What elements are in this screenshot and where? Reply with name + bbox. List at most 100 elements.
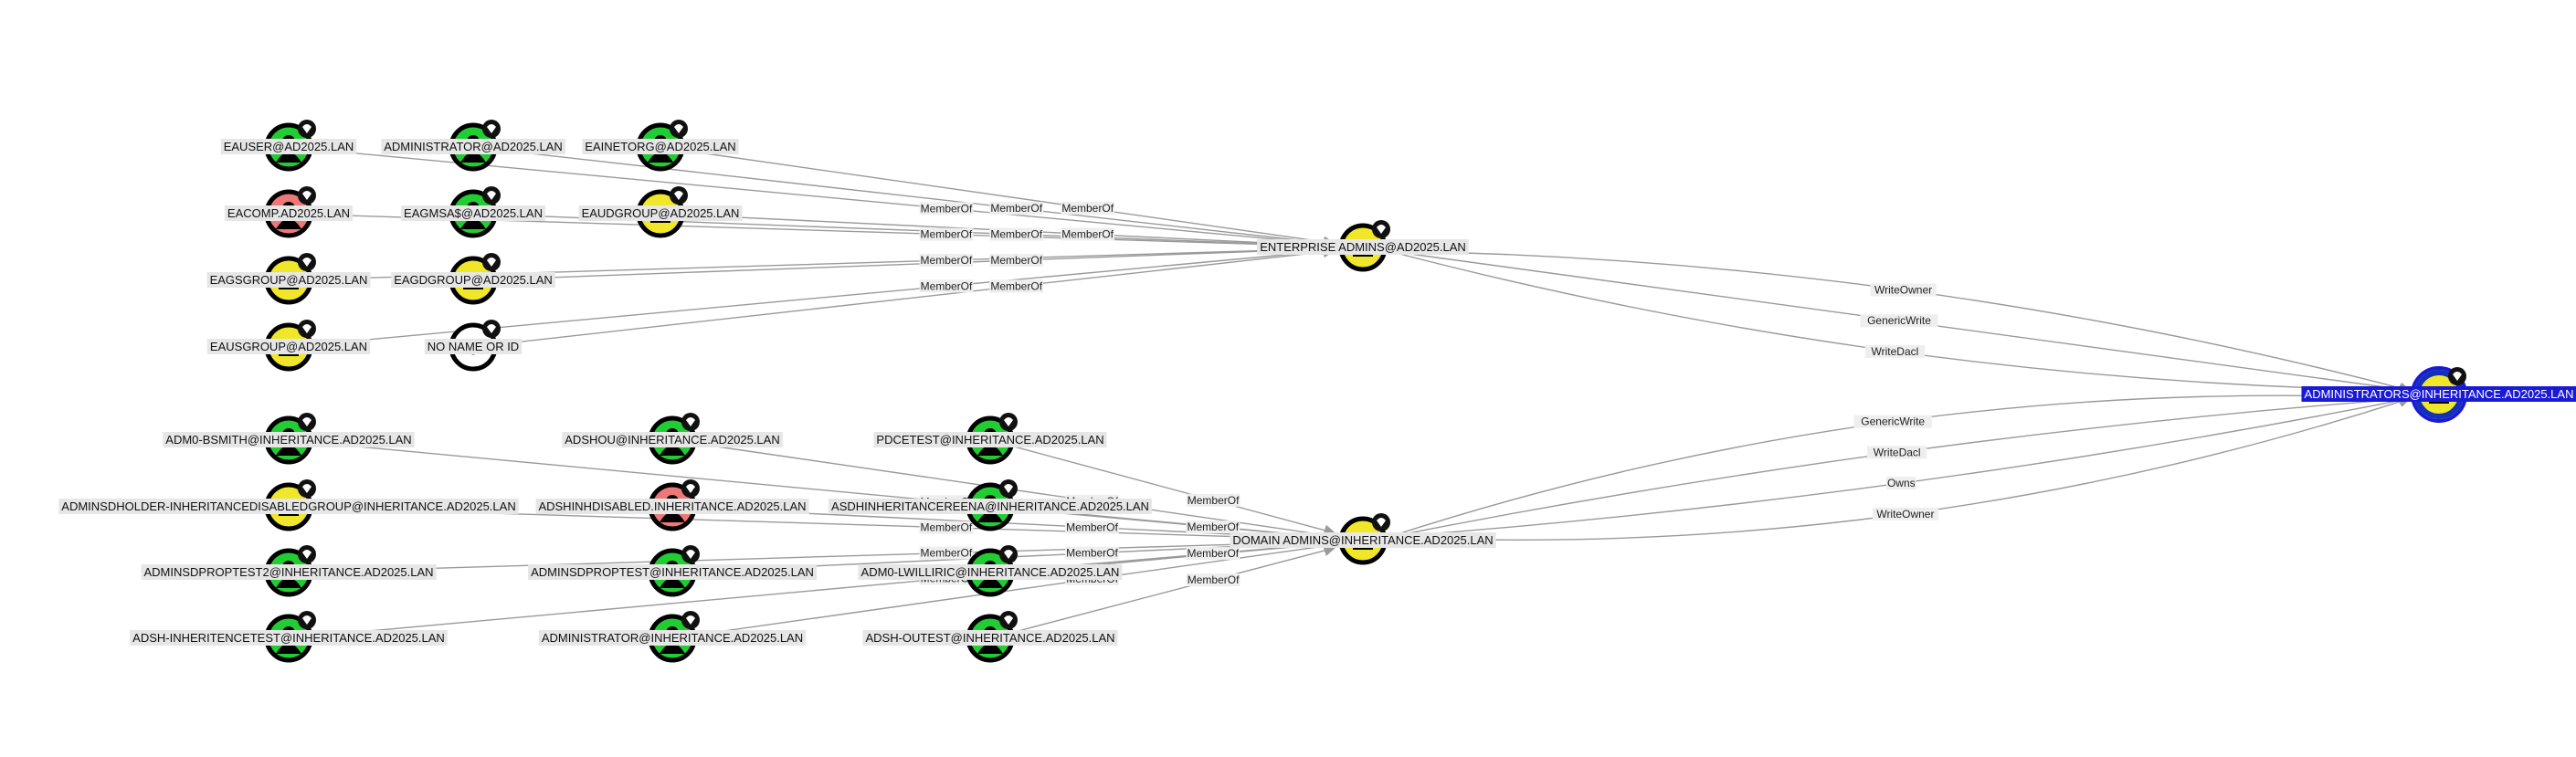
node-label-bg bbox=[562, 432, 783, 447]
edge-memberof[interactable] bbox=[1014, 544, 1336, 633]
node-user[interactable]: ADM0-BSMITH@INHERITANCE.AD2025.LAN bbox=[163, 413, 415, 465]
node-label-bg bbox=[1257, 239, 1469, 255]
node-label-bg bbox=[1230, 532, 1496, 548]
node-user[interactable]: ADSH-INHERITENCETEST@INHERITANCE.AD2025.… bbox=[130, 611, 448, 663]
node-label: EAGSGROUP@AD2025.LAN bbox=[206, 272, 371, 288]
edge-label-bg bbox=[1853, 415, 1932, 428]
node-label-bg bbox=[873, 432, 1107, 447]
node-badge-icon bbox=[1372, 513, 1390, 531]
node-user[interactable]: PDCETEST@INHERITANCE.AD2025.LAN bbox=[873, 413, 1107, 465]
node-group[interactable]: ADMINISTRATORS@INHERITANCE.AD2025.LAN bbox=[2301, 366, 2576, 423]
edge-label-bg bbox=[919, 520, 974, 534]
node-label: ADMINISTRATOR@AD2025.LAN bbox=[381, 139, 565, 154]
node-label-text: EACOMP.AD2025.LAN bbox=[227, 206, 350, 220]
node-badge-icon bbox=[298, 413, 316, 431]
edge-memberof[interactable] bbox=[313, 538, 1336, 637]
node-badge-icon bbox=[298, 479, 316, 498]
edge-memberof[interactable] bbox=[1014, 446, 1336, 536]
edge-label: MemberOf bbox=[1186, 520, 1240, 534]
node-label-text: EAGDGROUP@AD2025.LAN bbox=[394, 273, 553, 287]
node-label-text: EAUDGROUP@AD2025.LAN bbox=[582, 206, 740, 220]
node-user[interactable]: EAUSER@AD2025.LAN bbox=[220, 120, 357, 172]
edge-label-bg bbox=[1872, 507, 1938, 520]
node-unknown[interactable]: NO NAME OR ID bbox=[424, 320, 523, 372]
edge-label-text: MemberOf bbox=[921, 254, 973, 267]
node-user[interactable]: ADM0-LWILLIRIC@INHERITANCE.AD2025.LAN bbox=[858, 545, 1123, 597]
node-group[interactable]: EAUDGROUP@AD2025.LAN bbox=[578, 186, 743, 238]
edge-label-bg bbox=[919, 279, 974, 293]
node-label: ADMINISTRATOR@INHERITANCE.AD2025.LAN bbox=[538, 630, 807, 646]
node-label: ASDHINHERITANCEREENA@INHERITANCE.AD2025.… bbox=[829, 499, 1152, 514]
node-label-bg bbox=[538, 630, 807, 646]
node-group[interactable]: ADMINSDHOLDER-INHERITANCEDISABLEDGROUP@I… bbox=[58, 479, 519, 531]
edge-label-bg bbox=[1186, 493, 1240, 507]
node-label-bg bbox=[58, 499, 519, 514]
node-label-text: EAINETORG@AD2025.LAN bbox=[585, 140, 735, 153]
node-label-bg bbox=[829, 499, 1152, 514]
node-label-bg bbox=[582, 139, 739, 154]
edge-label-bg bbox=[1867, 446, 1927, 459]
node-user[interactable]: ADMINISTRATOR@INHERITANCE.AD2025.LAN bbox=[538, 611, 807, 663]
node-user[interactable]: ASDHINHERITANCEREENA@INHERITANCE.AD2025.… bbox=[829, 479, 1152, 531]
node-label: ADSH-INHERITENCETEST@INHERITANCE.AD2025.… bbox=[130, 630, 448, 646]
edge-memberof[interactable] bbox=[697, 540, 1336, 636]
edge-label: MemberOf bbox=[919, 202, 974, 216]
node-label-text: ADSHOU@INHERITANCE.AD2025.LAN bbox=[565, 433, 779, 447]
node-label-text: ADMINISTRATOR@INHERITANCE.AD2025.LAN bbox=[542, 631, 803, 645]
node-badge-icon bbox=[482, 186, 501, 205]
node-label-bg bbox=[528, 564, 817, 580]
node-group[interactable]: EAGSGROUP@AD2025.LAN bbox=[206, 253, 371, 305]
node-group[interactable]: DOMAIN ADMINS@INHERITANCE.AD2025.LAN bbox=[1230, 513, 1496, 565]
edge-label-text: MemberOf bbox=[921, 521, 973, 534]
edge-label-bg bbox=[1186, 547, 1240, 561]
node-user[interactable]: EAGMSA$@AD2025.LAN bbox=[401, 186, 545, 238]
node-user[interactable]: ADSH-OUTEST@INHERITANCE.AD2025.LAN bbox=[862, 611, 1118, 663]
node-badge-icon bbox=[298, 253, 316, 271]
edge-label: MemberOf bbox=[1065, 546, 1119, 560]
edge-label-text: Owns bbox=[1887, 477, 1916, 489]
edge-label-text: MemberOf bbox=[990, 254, 1042, 267]
node-label: EAGMSA$@AD2025.LAN bbox=[401, 205, 545, 221]
node-label-text: PDCETEST@INHERITANCE.AD2025.LAN bbox=[876, 433, 1103, 447]
edge-memberof[interactable] bbox=[313, 536, 1336, 573]
node-label-text: ADMINSDPROPTEST2@INHERITANCE.AD2025.LAN bbox=[143, 565, 433, 579]
node-user[interactable]: ADMINSDPROPTEST@INHERITANCE.AD2025.LAN bbox=[528, 545, 817, 597]
edge-memberof[interactable] bbox=[685, 150, 1336, 248]
node-label-bg bbox=[578, 205, 743, 221]
edge-label: MemberOf bbox=[989, 202, 1044, 216]
node-label: ADSHOU@INHERITANCE.AD2025.LAN bbox=[562, 432, 783, 447]
node-badge-icon bbox=[298, 545, 316, 563]
node-computer[interactable]: ADSHINHDISABLED.INHERITANCE.AD2025.LAN bbox=[535, 479, 809, 531]
node-label: ADSHINHDISABLED.INHERITANCE.AD2025.LAN bbox=[535, 499, 809, 514]
edge-memberof[interactable] bbox=[498, 149, 1336, 249]
node-label: ADM0-BSMITH@INHERITANCE.AD2025.LAN bbox=[163, 432, 415, 447]
edge-memberof[interactable] bbox=[498, 243, 1336, 280]
node-user[interactable]: EAINETORG@AD2025.LAN bbox=[582, 120, 739, 172]
node-label-bg bbox=[535, 499, 809, 514]
edge-label: MemberOf bbox=[1065, 520, 1119, 534]
node-label-bg bbox=[401, 205, 545, 221]
node-badge-icon bbox=[681, 413, 700, 431]
node-computer[interactable]: EACOMP.AD2025.LAN bbox=[224, 186, 354, 238]
edge-label-bg bbox=[1864, 344, 1926, 358]
edge-label: MemberOf bbox=[989, 279, 1044, 293]
edge-label: WriteDacl bbox=[1864, 344, 1926, 358]
node-group[interactable]: EAGDGROUP@AD2025.LAN bbox=[391, 253, 555, 305]
node-badge-icon bbox=[1372, 220, 1390, 238]
node-user[interactable]: ADSHOU@INHERITANCE.AD2025.LAN bbox=[562, 413, 783, 465]
node-user[interactable]: ADMINSDPROPTEST2@INHERITANCE.AD2025.LAN bbox=[141, 545, 437, 597]
node-group[interactable]: ENTERPRISE ADMINS@AD2025.LAN bbox=[1257, 220, 1469, 272]
edge-label: MemberOf bbox=[989, 254, 1044, 267]
node-group[interactable]: EAUSGROUP@AD2025.LAN bbox=[206, 320, 371, 372]
edge-label: MemberOf bbox=[989, 227, 1044, 241]
node-label: ADMINISTRATORS@INHERITANCE.AD2025.LAN bbox=[2301, 386, 2576, 402]
edge-memberof[interactable] bbox=[498, 246, 1336, 345]
edge-label-text: MemberOf bbox=[990, 228, 1042, 241]
node-badge-icon bbox=[681, 545, 700, 563]
edge-label-bg bbox=[989, 279, 1044, 293]
node-user[interactable]: ADMINISTRATOR@AD2025.LAN bbox=[381, 120, 565, 172]
edge-label: MemberOf bbox=[1186, 493, 1240, 507]
edge-label-text: MemberOf bbox=[1187, 547, 1239, 560]
